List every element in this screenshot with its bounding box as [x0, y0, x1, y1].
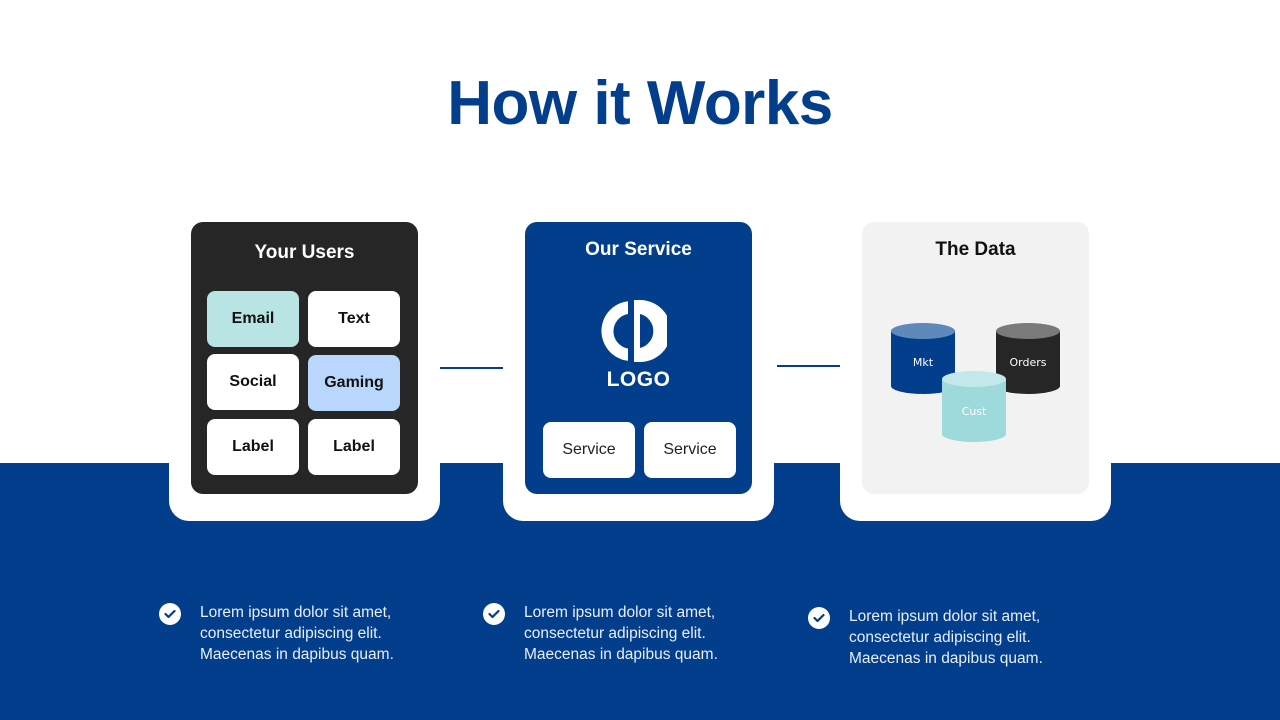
logo-icon [601, 300, 667, 362]
check-circle-icon [808, 607, 830, 629]
step-data-frame: The Data Mkt Orders Cust [840, 222, 1111, 521]
bullet-text: Lorem ipsum dolor sit amet, consectetur … [200, 604, 394, 663]
data-panel-title: The Data [935, 239, 1016, 260]
users-panel-title: Your Users [254, 242, 355, 263]
data-panel: The Data Mkt Orders Cust [862, 222, 1089, 494]
database-cust-icon: Cust [942, 371, 1006, 442]
service-button[interactable]: Service [543, 422, 635, 478]
service-button[interactable]: Service [644, 422, 736, 478]
bullet-text: Lorem ipsum dolor sit amet, consectetur … [849, 608, 1043, 667]
bullet-item: Lorem ipsum dolor sit amet, consectetur … [483, 602, 754, 665]
database-orders-icon: Orders [996, 323, 1060, 394]
bullet-item: Lorem ipsum dolor sit amet, consectetur … [159, 602, 430, 665]
connector-line [777, 365, 840, 367]
database-label: Orders [1010, 356, 1047, 369]
chip-social[interactable]: Social [207, 354, 299, 410]
chip-email[interactable]: Email [207, 291, 299, 347]
bullet-item: Lorem ipsum dolor sit amet, consectetur … [808, 606, 1079, 669]
database-diagram: Mkt Orders Cust [891, 323, 1060, 442]
users-panel: Your Users Email Text Social Gaming Labe… [191, 222, 418, 494]
database-label: Mkt [913, 356, 934, 369]
database-mkt-icon: Mkt [891, 323, 955, 394]
chip-gaming[interactable]: Gaming [308, 355, 400, 411]
chip-text[interactable]: Text [308, 291, 400, 347]
chip-label[interactable]: Label [308, 419, 400, 475]
service-panel-title: Our Service [585, 239, 692, 260]
chip-label[interactable]: Label [207, 419, 299, 475]
check-circle-icon [483, 603, 505, 625]
logo-text: LOGO [606, 368, 671, 391]
page-title: How it Works [447, 69, 833, 138]
connector-line [440, 367, 503, 369]
service-panel: Our Service LOGO Service Service [525, 222, 752, 494]
database-label: Cust [962, 405, 987, 418]
step-service-frame: Our Service LOGO Service Service [503, 222, 774, 521]
bullet-text: Lorem ipsum dolor sit amet, consectetur … [524, 604, 718, 663]
check-circle-icon [159, 603, 181, 625]
step-users-frame: Your Users Email Text Social Gaming Labe… [169, 222, 440, 521]
